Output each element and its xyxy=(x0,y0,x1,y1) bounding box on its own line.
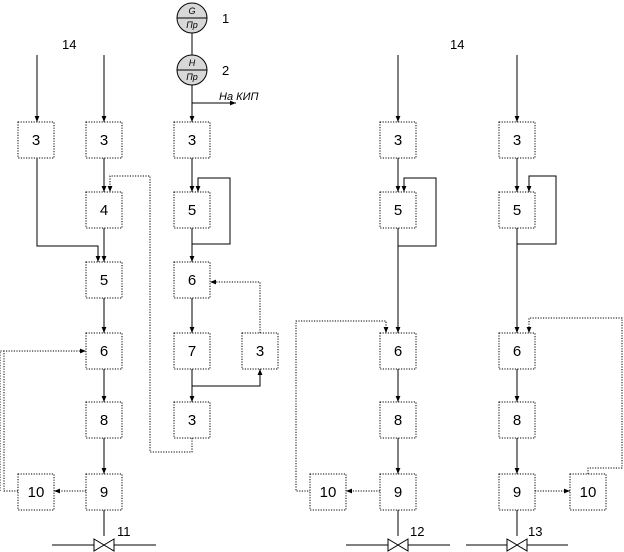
label-2: 2 xyxy=(222,63,229,78)
block-a8 xyxy=(85,401,123,439)
block-c7 xyxy=(173,332,211,370)
block-c3-side-label: 3 xyxy=(256,343,264,360)
block-a5 xyxy=(85,261,123,299)
block-c3 xyxy=(173,121,211,159)
block-d3-label: 3 xyxy=(394,132,402,149)
block-a4-label: 4 xyxy=(100,202,108,219)
block-d6-label: 6 xyxy=(394,343,402,360)
gauge-2-bottom-label: Пр xyxy=(186,72,198,82)
block-c3-bottom-label: 3 xyxy=(188,412,196,429)
block-a3-left-label: 3 xyxy=(32,132,40,149)
label-14-right: 14 xyxy=(450,37,464,52)
block-a10-label: 10 xyxy=(28,484,45,501)
block-d8-label: 8 xyxy=(394,412,402,429)
block-a3-left xyxy=(17,121,55,159)
block-a5-label: 5 xyxy=(100,272,108,289)
block-e6 xyxy=(498,332,536,370)
block-e3 xyxy=(498,121,536,159)
block-d8 xyxy=(379,401,417,439)
block-d9-label: 9 xyxy=(394,484,402,501)
block-e9 xyxy=(498,473,536,511)
block-c5 xyxy=(173,191,211,229)
block-c5-label: 5 xyxy=(188,202,196,219)
block-e5-label: 5 xyxy=(513,202,521,219)
block-d9 xyxy=(379,473,417,511)
block-d5-label: 5 xyxy=(394,202,402,219)
block-a9 xyxy=(85,473,123,511)
gauge-1-top-label: G xyxy=(188,6,195,16)
block-e5 xyxy=(498,191,536,229)
block-c3-bottom xyxy=(173,401,211,439)
label-13: 13 xyxy=(528,524,542,539)
gauge-1-bottom-label: Пр xyxy=(186,20,198,30)
block-a6-label: 6 xyxy=(100,343,108,360)
block-c7-label: 7 xyxy=(188,343,196,360)
block-c6 xyxy=(173,261,211,299)
block-a8-label: 8 xyxy=(100,412,108,429)
block-c6-label: 6 xyxy=(188,272,196,289)
level-gauge: H Пр xyxy=(176,54,208,86)
label-12: 12 xyxy=(410,524,424,539)
label-1: 1 xyxy=(222,11,229,26)
block-c3-label: 3 xyxy=(188,132,196,149)
block-d6 xyxy=(379,332,417,370)
label-11: 11 xyxy=(117,524,131,539)
block-e8 xyxy=(498,401,536,439)
block-e9-label: 9 xyxy=(513,484,521,501)
block-e3-label: 3 xyxy=(513,132,521,149)
block-b3-label: 3 xyxy=(100,132,108,149)
block-a6 xyxy=(85,332,123,370)
flow-meter-gauge: G Пр xyxy=(176,2,208,34)
to-kip-label: На КИП xyxy=(219,91,258,103)
block-b3 xyxy=(85,121,123,159)
block-d10-label: 10 xyxy=(320,484,337,501)
block-a4 xyxy=(85,191,123,229)
block-e8-label: 8 xyxy=(513,412,521,429)
block-d3 xyxy=(379,121,417,159)
block-d10 xyxy=(309,473,347,511)
gauge-2-top-label: H xyxy=(189,58,196,68)
block-c3-side xyxy=(241,332,279,370)
label-14-left: 14 xyxy=(62,37,76,52)
block-a10 xyxy=(17,473,55,511)
block-e6-label: 6 xyxy=(513,343,521,360)
block-e10 xyxy=(569,473,607,511)
block-e10-label: 10 xyxy=(580,484,597,501)
block-d5 xyxy=(379,191,417,229)
block-a9-label: 9 xyxy=(100,484,108,501)
